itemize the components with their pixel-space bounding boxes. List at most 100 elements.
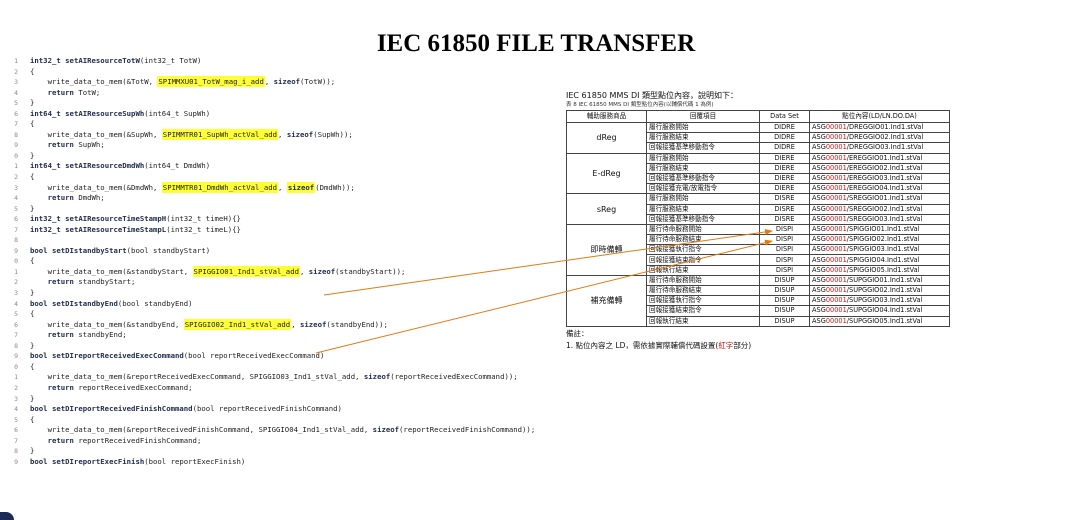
code-token: bool — [30, 245, 52, 255]
point-red: 00001 — [825, 296, 847, 305]
point-red: 00001 — [825, 153, 847, 162]
point-pre: ASG — [812, 296, 826, 305]
line-number: 6 — [14, 426, 18, 435]
point-red: 00001 — [825, 224, 847, 233]
reply-item-cell: 履行待命服務結束 — [646, 284, 760, 297]
table-caption: IEC 61850 MMS DI 類型點位內容，說明如下： — [566, 91, 739, 100]
line-number: 8 — [14, 130, 18, 139]
point-post: /SUPGGIO04.Ind1.stVal — [846, 306, 923, 315]
point-content-cell: ASG00001/SUPGGIO01.Ind1.stVal — [809, 274, 950, 287]
point-red: 00001 — [825, 265, 847, 274]
point-pre: ASG — [812, 133, 826, 142]
code-line: 8} — [0, 341, 556, 352]
code-line: 5{ — [0, 415, 556, 426]
code-text: write_data_to_mem(&standbyStart, SPIGGIO… — [30, 265, 406, 278]
point-red: 00001 — [825, 174, 847, 183]
point-pre: ASG — [812, 316, 826, 325]
point-post: /SPIGGIO01.Ind1.stVal — [846, 224, 920, 233]
highlighted-token: SPIGGIO01_Ind1_stVal_add — [192, 265, 300, 277]
data-set-cell: DISUP — [759, 295, 810, 307]
code-line: 2{ — [0, 172, 556, 183]
code-text: bool setDIreportReceivedExecCommand(bool… — [30, 351, 324, 362]
code-token: , — [291, 319, 300, 329]
code-text: { — [30, 256, 34, 267]
data-set-cell: DISPI — [759, 264, 810, 276]
code-text: bool setDIstandbyEnd(bool standbyEnd) — [30, 299, 193, 310]
point-post: /SPIGGIO03.Ind1.stVal — [846, 245, 920, 254]
line-number: 0 — [14, 151, 18, 160]
note-text-red: 紅字 — [718, 340, 734, 350]
point-red: 00001 — [825, 306, 847, 315]
line-number: 1 — [14, 373, 18, 382]
point-red: 00001 — [825, 194, 847, 203]
code-line: 1 write_data_to_mem(&reportReceivedExecC… — [0, 372, 556, 383]
code-token — [30, 277, 48, 286]
code-token: (bool reportReceivedExecCommand) — [183, 351, 325, 361]
data-set-cell: DIERE — [759, 183, 810, 195]
point-red: 00001 — [825, 163, 847, 172]
line-number: 5 — [14, 99, 18, 108]
line-number: 3 — [14, 183, 18, 192]
code-line: 4 return DmdWh; — [0, 193, 556, 204]
code-line: 7{ — [0, 119, 556, 130]
line-number: 4 — [14, 405, 18, 414]
service-group-cell: 即時備轉 — [566, 223, 647, 276]
code-text: int32_t setAIResourceTimeStampH(int32_t … — [30, 214, 241, 225]
code-token: write_data_to_mem(&reportReceivedExecCom… — [30, 372, 364, 382]
code-text: } — [30, 98, 34, 109]
data-set-cell: DISRE — [759, 213, 810, 225]
code-token — [30, 383, 48, 392]
code-token — [30, 193, 48, 202]
reply-item-cell: 回報接獲結束指令 — [646, 305, 760, 317]
data-set-cell: DISUP — [759, 274, 810, 287]
code-token: (bool reportExecFinish) — [144, 456, 246, 466]
data-set-cell: DISPI — [759, 223, 810, 236]
code-token: setAIResourceDmdWh — [65, 161, 145, 171]
code-line: 8} — [0, 446, 556, 457]
code-line: 8 write_data_to_mem(&SupWh, SPIMMTR01_Su… — [0, 128, 556, 141]
code-text: return standbyStart; — [30, 277, 136, 288]
point-pre: ASG — [812, 174, 826, 183]
code-token: (standbyStart)); — [335, 266, 406, 276]
point-post: /DREGGIO02.Ind1.stVal — [846, 133, 924, 142]
data-set-cell: DISPI — [759, 244, 810, 256]
data-set-cell: DISPI — [759, 254, 810, 266]
code-line: 5} — [0, 98, 556, 109]
code-token: { — [30, 361, 35, 371]
data-set-cell: DISPI — [759, 234, 810, 246]
code-token: bool — [30, 351, 52, 361]
code-token: return — [47, 193, 74, 203]
point-post: /EREGGIO03.Ind1.stVal — [846, 174, 923, 183]
point-pre: ASG — [812, 224, 826, 233]
code-token: write_data_to_mem(&SupWh, — [30, 129, 162, 139]
code-token: setDIreportReceivedExecCommand — [51, 351, 184, 361]
code-text: bool setDIreportExecFinish(bool reportEx… — [30, 457, 245, 468]
code-line: 6 write_data_to_mem(&reportReceivedFinis… — [0, 425, 556, 436]
header-data-set: Data Set — [759, 110, 810, 123]
code-line: 3 write_data_to_mem(&TotW, SPIMMXU01_Tot… — [0, 76, 556, 88]
line-number: 4 — [14, 299, 18, 308]
code-line: 7 return reportReceivedFinishCommand; — [0, 436, 556, 447]
point-content-cell: ASG00001/SUPGGIO03.Ind1.stVal — [809, 295, 950, 307]
code-text: int64_t setAIResourceDmdWh(int64_t DmdWh… — [30, 161, 210, 172]
code-token: , — [278, 129, 287, 139]
point-red: 00001 — [825, 214, 847, 223]
code-text: return TotW; — [30, 88, 101, 99]
code-line: 3 write_data_to_mem(&DmdWh, SPIMMTR01_Dm… — [0, 181, 556, 194]
point-content-cell: ASG00001/DREGGIO02.Ind1.stVal — [809, 132, 950, 144]
code-text: write_data_to_mem(&reportReceivedExecCom… — [30, 372, 518, 383]
code-token: sizeof — [300, 319, 327, 329]
line-number: 9 — [14, 141, 18, 150]
line-number: 2 — [14, 173, 18, 182]
code-token: (int32_t TotW) — [139, 56, 202, 65]
point-post: /SPIGGIO05.Ind1.stVal — [846, 265, 920, 274]
reply-item-cell: 回報執行結束 — [646, 264, 760, 276]
data-set-cell: DIDRE — [759, 132, 810, 144]
point-content-cell: ASG00001/DREGGIO03.Ind1.stVal — [809, 142, 950, 154]
data-set-cell: DISUP — [759, 315, 810, 327]
